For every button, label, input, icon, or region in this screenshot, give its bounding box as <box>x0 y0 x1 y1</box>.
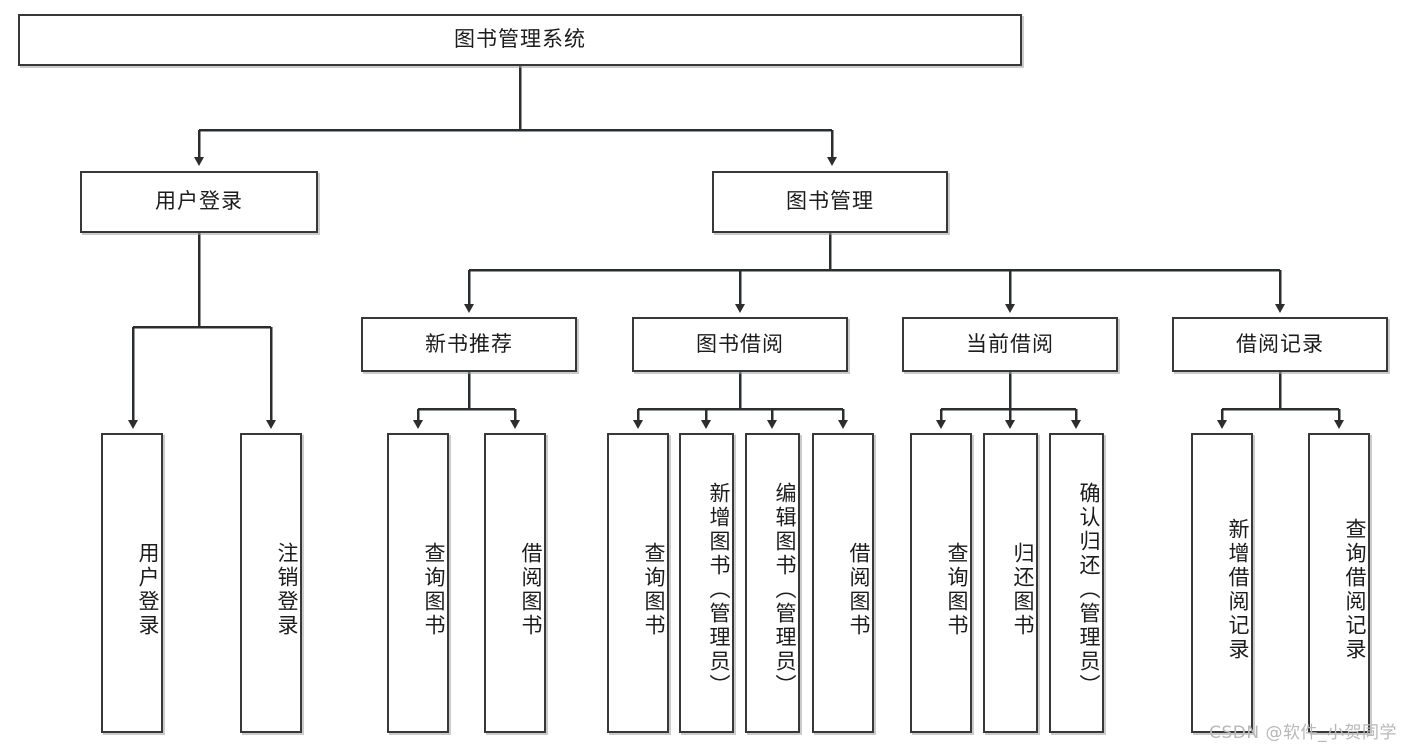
leaf-query-book-current[interactable]: 查询图书 <box>910 433 972 733</box>
leaf-query-book-borrow[interactable]: 查询图书 <box>607 433 669 733</box>
node-label: 新书推荐 <box>425 331 513 356</box>
node-label: 图书管理系统 <box>454 27 586 52</box>
leaf-return-book[interactable]: 归还图书 <box>983 433 1038 733</box>
node-label: 归还图书 <box>1011 542 1035 638</box>
node-current-borrow[interactable]: 当前借阅 <box>902 317 1118 372</box>
leaf-edit-book[interactable]: 编辑图书（管理员） <box>745 433 800 733</box>
leaf-add-borrow-record[interactable]: 新增借阅记录 <box>1191 433 1253 733</box>
node-label: 借阅记录 <box>1236 331 1324 356</box>
node-label: 查询图书 <box>642 542 666 638</box>
leaf-borrow-book[interactable]: 借阅图书 <box>812 433 874 733</box>
node-label: 用户登录 <box>136 542 160 638</box>
node-borrow-record[interactable]: 借阅记录 <box>1172 317 1388 372</box>
node-label: 查询借阅记录 <box>1343 518 1367 662</box>
node-label: 新增图书（管理员） <box>707 482 731 698</box>
leaf-query-book-recommend[interactable]: 查询图书 <box>387 433 449 733</box>
node-label: 新增借阅记录 <box>1226 518 1250 662</box>
node-label: 借阅图书 <box>847 542 871 638</box>
node-book-manage[interactable]: 图书管理 <box>712 171 948 233</box>
node-label: 确认归还（管理员） <box>1077 482 1101 698</box>
node-label: 图书管理 <box>786 189 874 214</box>
leaf-query-borrow-record[interactable]: 查询借阅记录 <box>1308 433 1370 733</box>
node-label: 注销登录 <box>275 542 299 638</box>
leaf-add-book[interactable]: 新增图书（管理员） <box>679 433 734 733</box>
node-label: 用户登录 <box>155 189 243 214</box>
node-label: 当前借阅 <box>966 331 1054 356</box>
node-new-book-recommend[interactable]: 新书推荐 <box>361 317 577 372</box>
node-label: 编辑图书（管理员） <box>773 482 797 698</box>
leaf-confirm-return[interactable]: 确认归还（管理员） <box>1049 433 1104 733</box>
leaf-user-login[interactable]: 用户登录 <box>101 433 163 733</box>
leaf-borrow-book-recommend[interactable]: 借阅图书 <box>484 433 546 733</box>
node-root[interactable]: 图书管理系统 <box>18 14 1022 66</box>
node-user-login[interactable]: 用户登录 <box>80 171 318 233</box>
node-label: 查询图书 <box>422 542 446 638</box>
node-label: 图书借阅 <box>696 331 784 356</box>
node-book-borrow[interactable]: 图书借阅 <box>632 317 848 372</box>
node-label: 查询图书 <box>945 542 969 638</box>
leaf-user-logout[interactable]: 注销登录 <box>240 433 302 733</box>
node-label: 借阅图书 <box>519 542 543 638</box>
